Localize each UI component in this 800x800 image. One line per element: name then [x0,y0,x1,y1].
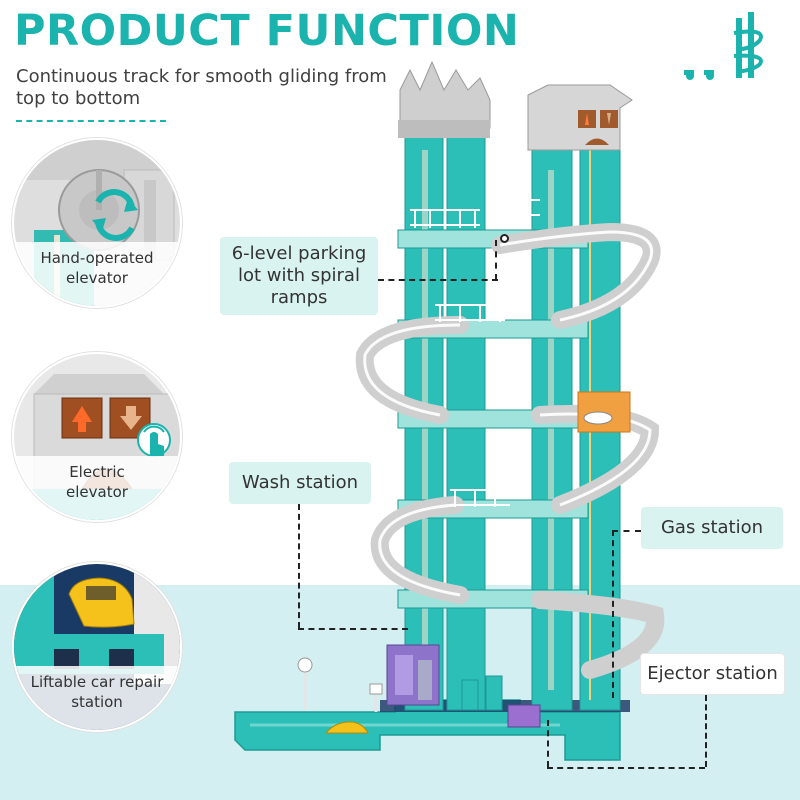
subtitle-divider [16,120,166,122]
leader-line-gas [612,530,641,532]
feature-electric-elevator: Electric elevator [12,352,182,522]
feature-label: Electric elevator [14,456,180,520]
leader-line-parking-vertical [495,240,497,280]
leader-dot-parking [500,234,509,243]
callout-gas: Gas station [641,507,783,549]
tap-hand-icon [137,423,171,457]
callout-ejector: Ejector station [640,653,785,695]
callout-parking: 6-level parking lot with spiral ramps [220,237,378,315]
feature-label: Hand-operated elevator [14,242,180,306]
feature-hand-elevator: Hand-operated elevator [12,138,182,308]
leader-line-wash [298,628,408,630]
rotate-arrows-icon [92,189,138,241]
leader-line-gas-vertical [612,530,614,698]
leader-line-ejector-vertical [705,695,707,767]
feature-label: Liftable car repair station [14,666,180,730]
leader-line-wash-vertical [298,504,300,628]
leader-line-ejector [547,767,705,769]
leader-line-parking [378,279,498,281]
subtitle: Continuous track for smooth gliding from… [16,66,387,109]
callout-wash: Wash station [229,462,371,504]
mini-tower-icon [684,12,763,80]
feature-car-repair: Liftable car repair station [12,562,182,732]
leader-line-ejector-up [547,720,549,767]
page-title: PRODUCT FUNCTION [14,6,520,56]
